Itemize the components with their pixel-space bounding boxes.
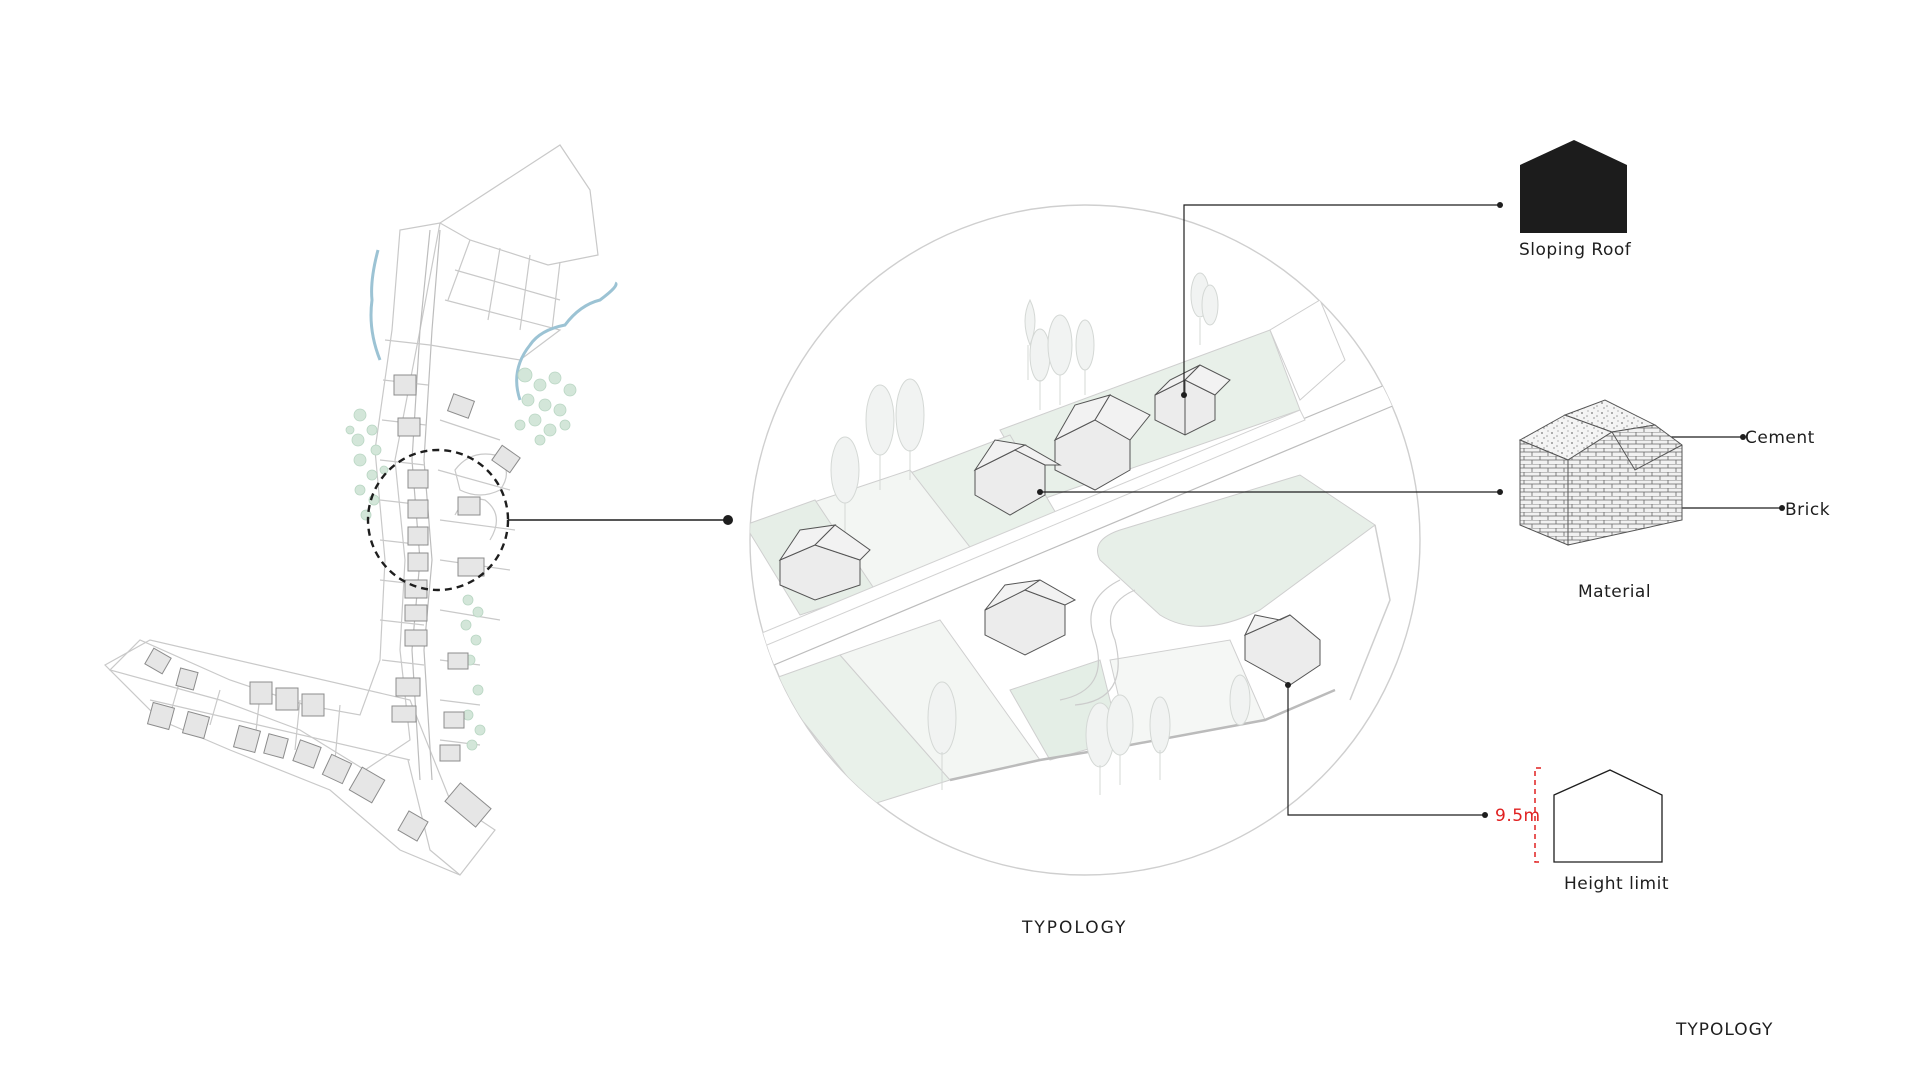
- focus-connector-dot: [723, 515, 733, 525]
- typology-caption: TYPOLOGY: [1022, 918, 1128, 938]
- focus-circle: [366, 448, 510, 592]
- sloping-roof-label: Sloping Roof: [1519, 240, 1632, 260]
- brick-label: Brick: [1785, 500, 1831, 520]
- typology-corner-caption: TYPOLOGY: [1676, 1020, 1774, 1040]
- height-limit-label: Height limit: [1564, 874, 1669, 894]
- material-label: Material: [1578, 582, 1652, 602]
- site-plan: [104, 144, 599, 876]
- height-value-label: 9.5m: [1495, 806, 1541, 826]
- house-outline-height-icon: [1534, 767, 1663, 863]
- textured-house-material-icon: [1518, 399, 1683, 546]
- leader-dots: [1037, 202, 1785, 818]
- axonometric-view: [750, 272, 1396, 806]
- river: [369, 249, 618, 401]
- sloping-roof-house-icon: [1520, 140, 1627, 233]
- cement-label: Cement: [1745, 428, 1815, 448]
- plan-houses: [144, 374, 521, 842]
